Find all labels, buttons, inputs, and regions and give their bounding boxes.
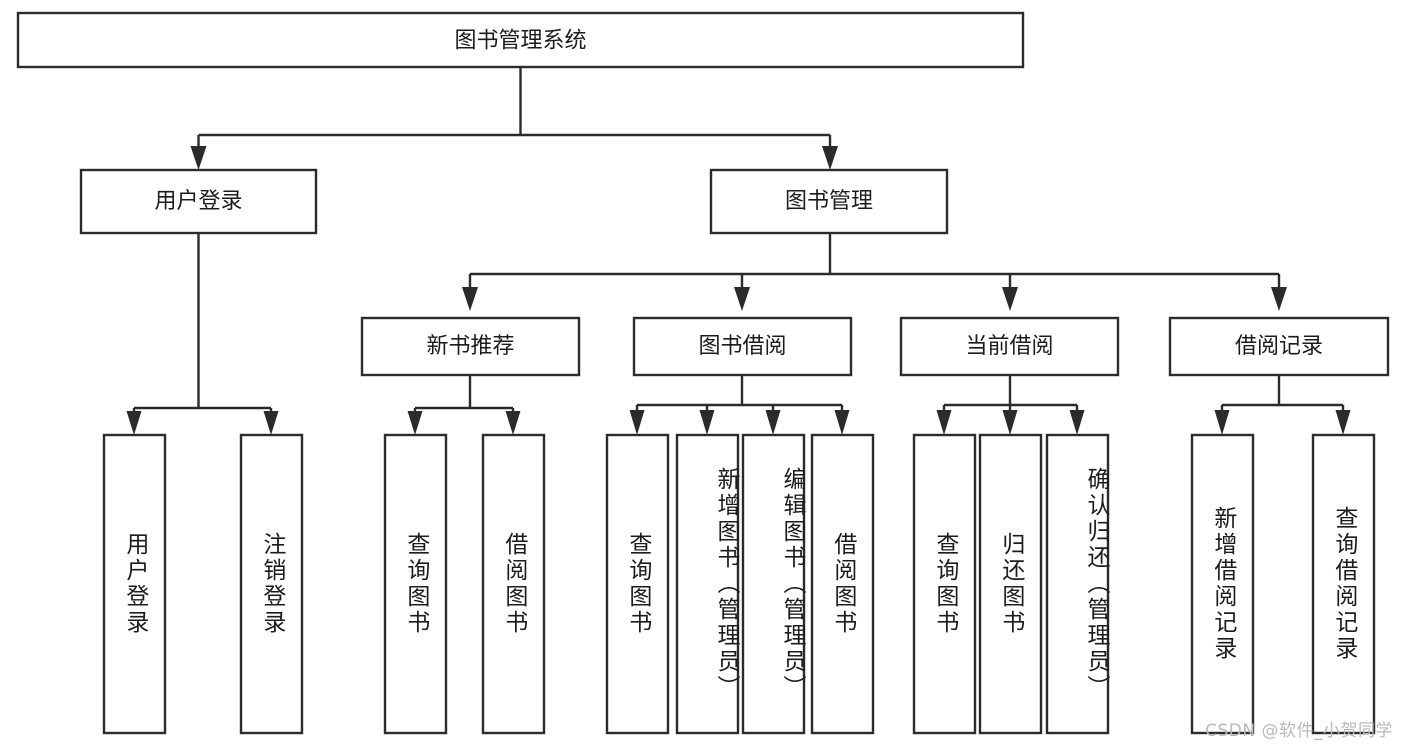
arrowhead-new-book-recommend — [462, 287, 478, 311]
leaf-borrow-book-2-box[interactable] — [810, 433, 875, 735]
leaf-add-record-box[interactable] — [1190, 433, 1255, 735]
leaf-borrow-book-1-box[interactable] — [481, 433, 546, 735]
connectors-root-to-level2 — [190, 67, 838, 170]
node-borrow-record-label: 借阅记录 — [1235, 334, 1323, 359]
connectors-book-management-to-level3 — [462, 233, 1287, 311]
arrowhead-leaf-add-record — [1214, 410, 1230, 435]
arrowhead-leaf-confirm-return — [1069, 410, 1085, 435]
arrowhead-book-borrow — [734, 287, 750, 311]
arrowhead-leaf-borrow-book-2 — [834, 410, 850, 435]
arrowhead-leaf-query-book-3 — [936, 410, 952, 435]
node-current-borrow[interactable]: 当前借阅 — [899, 316, 1120, 377]
node-root-label: 图书管理系统 — [454, 29, 586, 54]
leaf-user-login-box[interactable] — [102, 433, 167, 735]
node-user-login-label: 用户登录 — [154, 189, 242, 214]
node-root-box[interactable] — [16, 11, 1025, 69]
connectors-current-borrow-to-leaves — [936, 375, 1085, 435]
arrowhead-leaf-query-book-1 — [407, 411, 423, 435]
arrowhead-leaf-logout-login — [263, 411, 279, 435]
leaf-add-book-box[interactable] — [675, 433, 740, 735]
node-book-borrow-label: 图书借阅 — [698, 334, 786, 359]
leaf-return-book-box[interactable] — [978, 433, 1043, 735]
node-book-borrow[interactable]: 图书借阅 — [632, 316, 853, 377]
node-new-book-recommend-box[interactable] — [360, 316, 581, 377]
connectors-new-book-recommend-to-leaves — [407, 375, 521, 435]
arrowhead-leaf-borrow-book-1 — [505, 411, 521, 435]
node-current-borrow-label: 当前借阅 — [965, 334, 1053, 359]
leaf-query-book-2-box[interactable] — [605, 433, 670, 735]
leaf-edit-book-box[interactable] — [741, 433, 806, 735]
arrowhead-leaf-return-book — [1002, 410, 1018, 435]
leaf-confirm-return-box[interactable] — [1045, 433, 1110, 735]
arrowhead-leaf-query-record — [1335, 410, 1351, 435]
arrowhead-current-borrow — [1002, 287, 1018, 311]
node-borrow-record-box[interactable] — [1168, 316, 1390, 377]
node-book-management[interactable]: 图书管理 — [709, 168, 949, 235]
arrowhead-leaf-edit-book — [765, 410, 781, 435]
node-current-borrow-box[interactable] — [899, 316, 1120, 377]
arrowhead-book-management — [822, 146, 838, 170]
node-new-book-recommend-label: 新书推荐 — [426, 334, 514, 359]
node-book-borrow-box[interactable] — [632, 316, 853, 377]
arrowhead-borrow-record — [1271, 287, 1287, 311]
node-user-login-box[interactable] — [79, 168, 318, 235]
arrowhead-user-login — [190, 146, 207, 170]
leaf-boxes — [102, 433, 1376, 735]
node-book-management-box[interactable] — [709, 168, 949, 235]
connectors-book-borrow-to-leaves — [629, 375, 850, 435]
arrowhead-leaf-query-book-2 — [629, 410, 645, 435]
node-new-book-recommend[interactable]: 新书推荐 — [360, 316, 581, 377]
connectors-borrow-record-to-leaves — [1214, 375, 1351, 435]
node-book-management-label: 图书管理 — [785, 189, 873, 214]
connectors-user-login-to-leaves — [126, 233, 279, 435]
leaf-query-book-3-box[interactable] — [912, 433, 977, 735]
node-borrow-record[interactable]: 借阅记录 — [1168, 316, 1390, 377]
arrowhead-leaf-add-book — [699, 410, 715, 435]
arrowhead-leaf-user-login — [126, 411, 142, 435]
leaf-query-record-box[interactable] — [1311, 433, 1376, 735]
leaf-logout-login-box[interactable] — [239, 433, 304, 735]
node-root[interactable]: 图书管理系统 — [16, 11, 1025, 69]
csdn-watermark: CSDN @软件_小贺同学 — [1205, 721, 1393, 741]
leaf-query-book-1-box[interactable] — [383, 433, 448, 735]
node-user-login[interactable]: 用户登录 — [79, 168, 318, 235]
